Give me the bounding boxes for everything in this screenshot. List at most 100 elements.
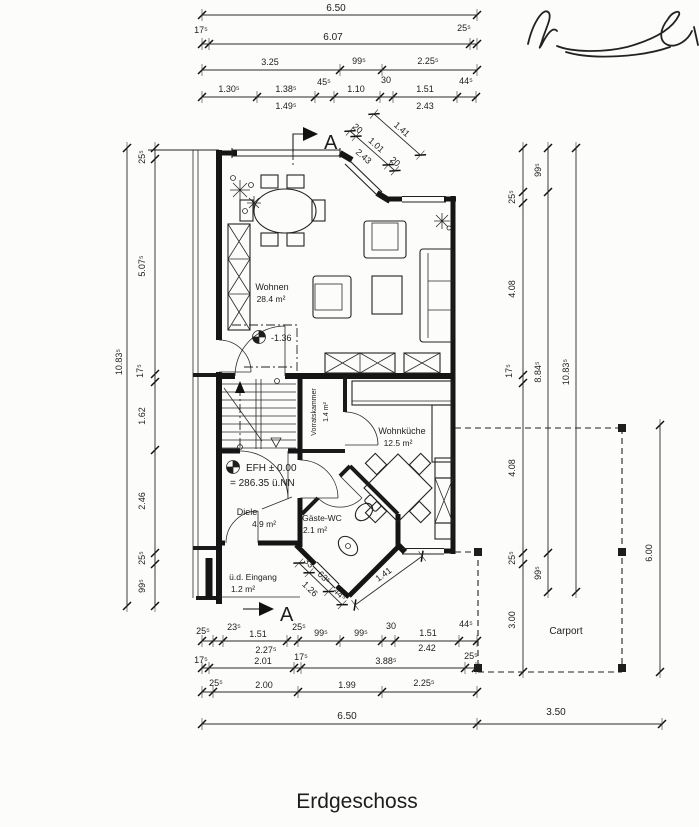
window-bay-diagonal [344,159,383,197]
dim-label: 10.83⁵ [114,349,124,376]
signature-scribble [527,10,699,58]
dining-table [239,174,326,247]
dim-label: 6.50 [337,711,357,722]
dim-label: 4.08 [507,459,517,477]
plan-title: Erdgeschoss [296,790,417,813]
dim-label: 1.51 [249,629,267,639]
dim-label: 23⁵ [227,622,241,632]
kitchen-counter [351,380,453,406]
sunken-landing-outline [232,324,298,374]
wc-fixtures [337,494,382,557]
dim-label: 3.00 [507,611,517,629]
dim-label: 2.01 [254,656,272,666]
room-name-wc: Gäste-WC [302,513,342,523]
plant-icon [230,175,261,214]
room-labels: Wohnen 28.4 m² Vorratskammer 1.4 m² Wohn… [229,282,426,594]
section-label: A [324,132,338,154]
dim-label: 1.51 [416,84,434,94]
level-value-nn: = 286.35 ü.NN [230,478,295,489]
dim-label: 30 [386,621,396,631]
armchair [312,275,352,319]
label-leader-line [261,496,293,510]
room-area-eingang: 1.2 m² [231,584,255,594]
dimension-rows-bottom: 25⁵ 23⁵ 1.51 25⁵ 99⁵ 99⁵ 30 1.51 44⁵ 2.2… [194,619,667,731]
sofa [419,248,454,343]
door-wc [317,475,363,508]
dim-label: 99⁵ [533,566,543,580]
dim-label: 8.84⁵ [533,361,543,383]
sideboard [324,352,441,374]
dim-label: 2.27⁵ [255,645,277,655]
room-name-wohnkueche: Wohnküche [378,426,425,436]
dim-label: 99⁵ [354,628,368,638]
furniture-kitchen [351,380,454,540]
dim-label: 25⁵ [137,551,147,565]
dimension-columns-left: 10.83⁵ 25⁵ 5.07⁵ 17⁵ 1.62 2.46 25⁵ 99⁵ [114,141,160,613]
dim-label: 20 [388,154,402,168]
dim-label: 1.10 [347,84,365,94]
boundary-wall-left [148,149,219,600]
room-name-wohnen: Wohnen [255,282,288,292]
dimension-diagonal-top: 1.41 20 1.01 20 2.43 [342,106,429,179]
sink-icon [337,535,359,557]
window-top [231,148,341,158]
doors [218,325,379,544]
section-marker-top: A [292,127,338,168]
dim-label: 17⁵ [294,652,308,662]
coffee-table [371,275,403,315]
wall-cabinet [227,223,251,331]
dim-label: 1.01 [366,135,386,154]
room-area-wohnen: 28.4 m² [257,294,286,304]
dim-label: 17⁵ [504,364,514,378]
carport-label: Carport [549,626,583,637]
dim-label: 17⁵ [135,364,145,378]
dim-label: 99⁵ [352,56,366,66]
dim-label: 2.00 [255,680,273,690]
kitchen-appliance [434,457,454,479]
dim-label: 10.83⁵ [561,359,571,386]
dim-label: 30 [381,75,391,85]
dim-label: 1.41 [392,120,412,139]
plant-icon [434,213,452,231]
dim-label: 20 [351,121,365,135]
dim-label: 2.25⁵ [417,56,439,66]
dim-label: 44⁵ [459,76,473,86]
level-mark-sunken: -1.36 [252,330,292,344]
dim-label: 17⁵ [194,655,208,665]
window-wc [312,561,340,589]
kitchen-counter-leg [431,404,453,463]
walls-interior [219,373,453,547]
room-name-vorratskammer: Vorratskammer [311,388,318,436]
carport: Carport [455,424,626,673]
dim-label: 25⁵ [457,23,471,33]
level-value: -1.36 [271,333,292,343]
section-arrow-icon [259,602,274,616]
stair-direction-arrow-icon [235,381,245,393]
room-name-eingang: ü.d. Eingang [229,572,277,582]
dim-label: 99⁵ [314,628,328,638]
dim-label: 2.25⁵ [413,678,435,688]
dim-label: 44⁵ [459,619,473,629]
toilet-icon [354,494,382,522]
dim-label: 1.62 [137,407,147,425]
dim-label: 1.30⁵ [218,84,240,94]
dim-label: 1.26 [300,579,320,598]
dim-label: 6.00 [644,544,654,562]
kitchen-appliance [434,522,454,540]
kitchen-appliance-x [434,477,454,524]
dim-label: 4.08 [507,280,517,298]
dim-label: 1.38⁵ [275,84,297,94]
dim-label: 3.50 [546,707,566,718]
furniture-wohnen [227,174,454,374]
stairs [222,324,298,450]
armchair [363,220,407,259]
dim-label: 99⁵ [533,163,543,177]
dim-label: 25⁵ [292,622,306,632]
section-marker-bottom: A [243,602,294,626]
door-wohnen [234,325,286,377]
dim-label: 25⁵ [464,651,478,661]
dimension-rows-top: 6.50 17⁵ 25⁵ 6.07 3.25 99⁵ 2.25⁵ 1.30⁵ 1… [194,3,482,111]
dim-label: 99⁵ [137,579,147,593]
door-diele [239,450,289,500]
